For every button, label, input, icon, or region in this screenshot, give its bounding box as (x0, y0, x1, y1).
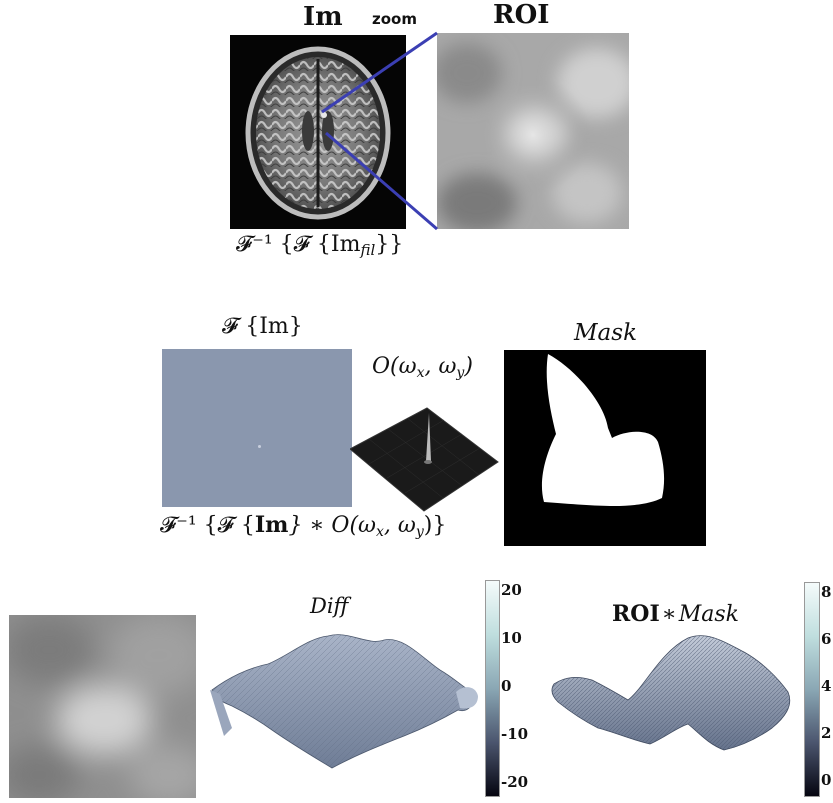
roi-mask-colorbar-tick-label: 2 (821, 724, 832, 742)
zoom-label: zoom (372, 10, 417, 28)
diff-colorbar-tick-label: 0 (501, 677, 512, 695)
filter-surface-plot (350, 407, 499, 512)
zoom-connector-lines (321, 31, 438, 231)
roi-image (437, 33, 629, 229)
diff-colorbar-tick-label: -20 (501, 773, 529, 791)
spectrum-center-dot (258, 445, 261, 448)
inverse-filtered-formula: 𝓕⁻¹ {𝓕 {Imfil}} (236, 232, 404, 259)
diff-colorbar-tick-label: 10 (501, 629, 522, 647)
roi-mask-surface-plot (551, 635, 791, 751)
fourier-spectrum-image (162, 349, 352, 507)
diff-surface-plot (210, 634, 478, 769)
roi-mask-colorbar-tick-label: 0 (821, 771, 832, 789)
fourier-im-title: 𝓕 {Im} (222, 314, 303, 339)
roi-mask-colorbar (804, 582, 820, 797)
filtered-product-formula: 𝓕⁻¹ {𝓕 {Im} ∗ O(ωx, ωy)} (160, 512, 447, 540)
filtered-roi-image (9, 615, 196, 798)
diff-colorbar (485, 580, 500, 797)
diff-colorbar-tick-label: -10 (501, 725, 529, 743)
brain-mri-image (230, 35, 406, 229)
roi-mask-colorbar-tick-label: 8 (821, 583, 832, 601)
mask-title: Mask (574, 320, 638, 346)
roi-title: ROI (493, 0, 550, 30)
roi-mask-title: ROI∗Mask (612, 601, 739, 627)
omega-filter-label: O(ωx, ωy) (372, 354, 473, 381)
diff-colorbar-tick-label: 20 (501, 581, 522, 599)
roi-mask-colorbar-tick-label: 6 (821, 630, 832, 648)
diff-title: Diff (310, 594, 349, 618)
im-title: Im (303, 2, 343, 32)
roi-mask-colorbar-tick-label: 4 (821, 677, 832, 695)
mask-image (504, 350, 706, 546)
